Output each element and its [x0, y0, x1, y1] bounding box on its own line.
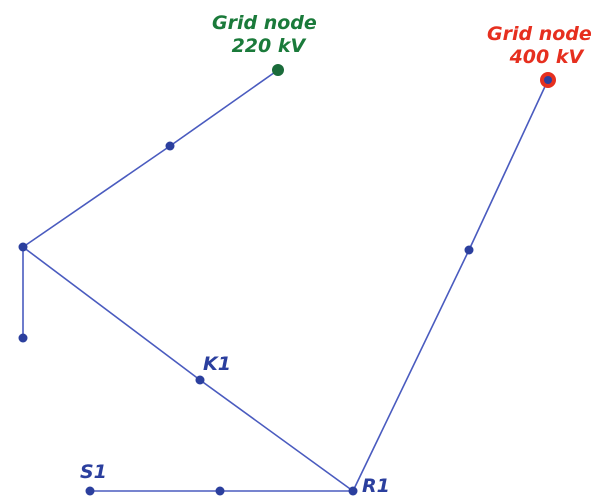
node-junction — [18, 242, 28, 252]
node-s1-label: S1 — [80, 461, 107, 483]
edge-r1-mid400 — [352, 249, 470, 492]
node-s1 — [85, 486, 95, 496]
grid-node-400kv-voltage: 400 kV — [509, 46, 584, 68]
node-bottom-mid — [215, 486, 225, 496]
grid-node-220kv-name: Grid node — [212, 12, 317, 34]
edge-k1-r1 — [199, 379, 354, 492]
node-k1-label: K1 — [203, 353, 231, 375]
grid-node-400kv-label: Grid node 400 kV — [487, 23, 592, 69]
node-mid-upper-left — [165, 141, 175, 151]
grid-node-400kv — [544, 76, 552, 84]
node-k1 — [195, 375, 205, 385]
grid-node-220kv-voltage: 220 kV — [231, 35, 306, 57]
edge-grid220-mid — [169, 69, 279, 147]
node-r1-label: R1 — [362, 475, 390, 497]
node-r1 — [348, 486, 358, 496]
edge-mid400-grid400 — [468, 79, 549, 251]
grid-node-220kv-label: Grid node 220 kV — [212, 12, 317, 58]
node-spur-end — [18, 333, 28, 343]
grid-node-220kv — [272, 64, 284, 76]
grid-node-400kv-name: Grid node — [487, 23, 592, 45]
edge-junction-k1 — [22, 246, 201, 381]
edge-mid-junction — [22, 145, 171, 248]
node-mid-right — [464, 245, 474, 255]
